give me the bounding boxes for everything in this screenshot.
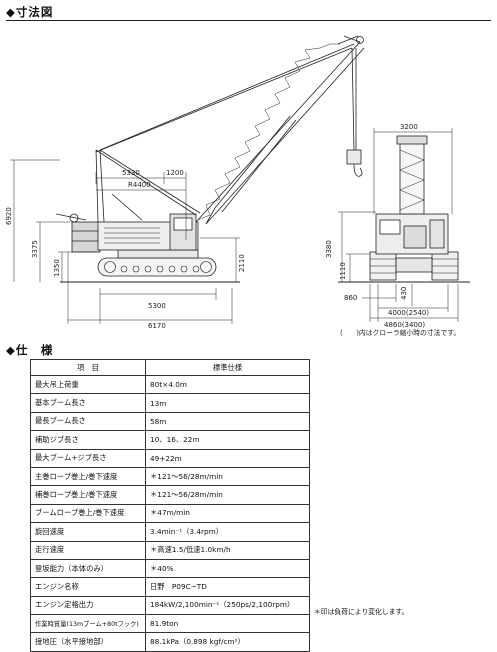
spec-label: エンジン名称 (30, 577, 146, 597)
spec-label: 基本ブーム長さ (30, 393, 146, 413)
table-row: 補巻ロープ巻上/巻下速度＊121〜56/28m/min (30, 485, 310, 505)
dimension-note: ( )内はクローラ縮小時の寸法です。 (340, 329, 461, 337)
spec-value: 58m (145, 411, 310, 432)
header-standard: 標準仕様 (145, 359, 310, 376)
table-row: ブームロープ巻上/巻下速度＊47m/min (30, 503, 310, 524)
spec-value: 49+22m (145, 448, 310, 468)
table-row: 登坂能力（本体のみ）＊40% (30, 558, 310, 579)
spec-label: 最長ブーム長さ (30, 411, 146, 432)
table-row: 走行速度＊高速1.5/低速1.0km/h (30, 540, 310, 560)
dim-430: 430 (400, 287, 408, 300)
dim-6920: 6920 (5, 207, 13, 225)
dim-4000: 4000(2540) (388, 309, 429, 317)
dim-6170: 6170 (148, 322, 166, 330)
spec-label: ブームロープ巻上/巻下速度 (30, 503, 146, 524)
spec-value: ＊47m/min (145, 503, 310, 524)
dimension-drawing: 3200 5330 1200 R4400 6920 3375 1350 2110… (5, 35, 470, 330)
dim-1110: 1110 (339, 262, 347, 280)
spec-label: 接地圧（水平接地部） (30, 632, 146, 652)
dimensions-title: ◆寸法図 (6, 5, 54, 19)
dim-1200: 1200 (166, 169, 184, 177)
spec-label: 最大吊上荷重 (30, 374, 146, 395)
spec-value: 日野 P09C−TD (145, 577, 310, 597)
spec-header-row: 項 目 標準仕様 (30, 359, 310, 376)
spec-label: エンジン定格出力 (30, 595, 146, 616)
dim-2110: 2110 (238, 254, 246, 272)
crawler-rollers (104, 261, 212, 273)
spec-value: 3.4min⁻¹（3.4rpm） (145, 522, 310, 542)
dim-1350: 1350 (53, 259, 61, 277)
dim-860: 860 (344, 294, 357, 302)
spec-value: 184kW/2,100min⁻¹（250ps/2,100rpm） (145, 595, 310, 616)
header-item: 項 目 (30, 359, 146, 376)
dim-5330: 5330 (122, 169, 140, 177)
hook-line (351, 47, 355, 151)
spec-value: 10、16、22m (145, 430, 310, 450)
dim-3375: 3375 (31, 240, 39, 258)
boom-lower-chord (195, 41, 361, 223)
spec-value: 13m (145, 393, 310, 413)
spec-label: 作業時質量(13mブーム+80tフック) (30, 614, 146, 634)
counterweight (71, 221, 101, 253)
spec-value: ＊121〜56/28m/min (145, 466, 310, 487)
dim-r4400: R4400 (128, 181, 151, 189)
spec-label: 補助ジブ長さ (30, 430, 146, 450)
spec-value: 88.1kPa（0.898 kgf/cm²） (145, 632, 310, 652)
dim-4860: 4860(3400) (384, 321, 425, 329)
table-row: 作業時質量(13mブーム+80tフック)81.9ton (30, 614, 310, 634)
table-row: 主巻ロープ巻上/巻下速度＊121〜56/28m/min (30, 466, 310, 487)
spec-value: 81.9ton (145, 614, 310, 634)
table-row: 接地圧（水平接地部）88.1kPa（0.898 kgf/cm²） (30, 632, 310, 652)
dim-5300: 5300 (148, 302, 166, 310)
spec-label: 登坂能力（本体のみ） (30, 558, 146, 579)
specs-title: ◆仕 様 (6, 343, 54, 357)
dim-3380: 3380 (325, 240, 333, 258)
spec-value: 80t×4.0m (145, 374, 310, 395)
table-row: エンジン名称日野 P09C−TD (30, 577, 310, 597)
spec-label: 主巻ロープ巻上/巻下速度 (30, 466, 146, 487)
hook-block (346, 149, 362, 165)
spec-value: ＊40% (145, 558, 310, 579)
spec-label: 旋回速度 (30, 522, 146, 542)
spec-value: ＊高速1.5/低速1.0km/h (145, 540, 310, 560)
spec-label: 最大ブーム+ジブ長さ (30, 448, 146, 468)
spec-label: 補巻ロープ巻上/巻下速度 (30, 485, 146, 505)
spec-label: 走行速度 (30, 540, 146, 560)
spec-footnote: ＊印は負荷により変化します。 (314, 608, 409, 616)
spec-value: ＊121〜56/28m/min (145, 485, 310, 505)
boom-front (399, 141, 425, 215)
dim-3200: 3200 (400, 123, 418, 131)
title-rule (6, 20, 491, 21)
boom-upper-chord (205, 47, 365, 225)
